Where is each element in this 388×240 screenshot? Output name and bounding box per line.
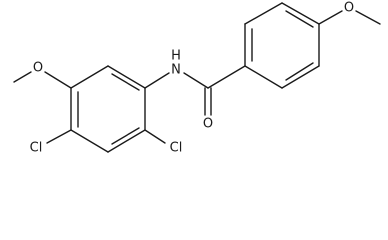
chemical-structure: O H N O O Cl Cl (13, 1, 381, 156)
ring-left-bond-2 (107, 65, 146, 89)
atom-label-o-methoxy-left: O (33, 61, 43, 76)
bond-ring-n (144, 72, 170, 89)
ring-right-double-3 (285, 62, 314, 81)
atom-label-h: H (171, 49, 181, 64)
bond-lines (13, 2, 381, 153)
atom-label-o-methoxy-right: O (344, 1, 354, 16)
bond-methyl-o-left (13, 71, 32, 83)
bond-o-methyl-right (355, 10, 381, 25)
ring-left-double-2 (111, 127, 140, 145)
ring-right-bond-5 (281, 65, 320, 89)
ring-right-bond-2 (244, 2, 283, 25)
bond-carbonyl-ring (207, 65, 246, 89)
ring-left-bond-5 (70, 129, 109, 153)
atom-labels: O H N O O Cl Cl (30, 1, 354, 156)
bond-o-ring-left (44, 71, 72, 89)
atom-label-n: N (171, 63, 181, 78)
atom-label-cl-left: Cl (30, 141, 43, 156)
ring-right-double-2 (285, 10, 314, 28)
ring-left-double-1 (111, 73, 140, 91)
ring-left-bond-1 (70, 65, 109, 89)
ring-left-bond-4 (107, 129, 146, 153)
bond-ring-cl-right (144, 129, 166, 144)
bond-ring-o-right (318, 10, 343, 25)
ring-right-bond-3 (281, 2, 320, 25)
bond-ring-cl-left (46, 129, 72, 144)
atom-label-o-carbonyl: O (203, 117, 213, 132)
ring-right-bond-6 (244, 65, 283, 89)
atom-label-cl-right: Cl (170, 141, 183, 156)
bond-n-carbonyl (183, 72, 209, 89)
